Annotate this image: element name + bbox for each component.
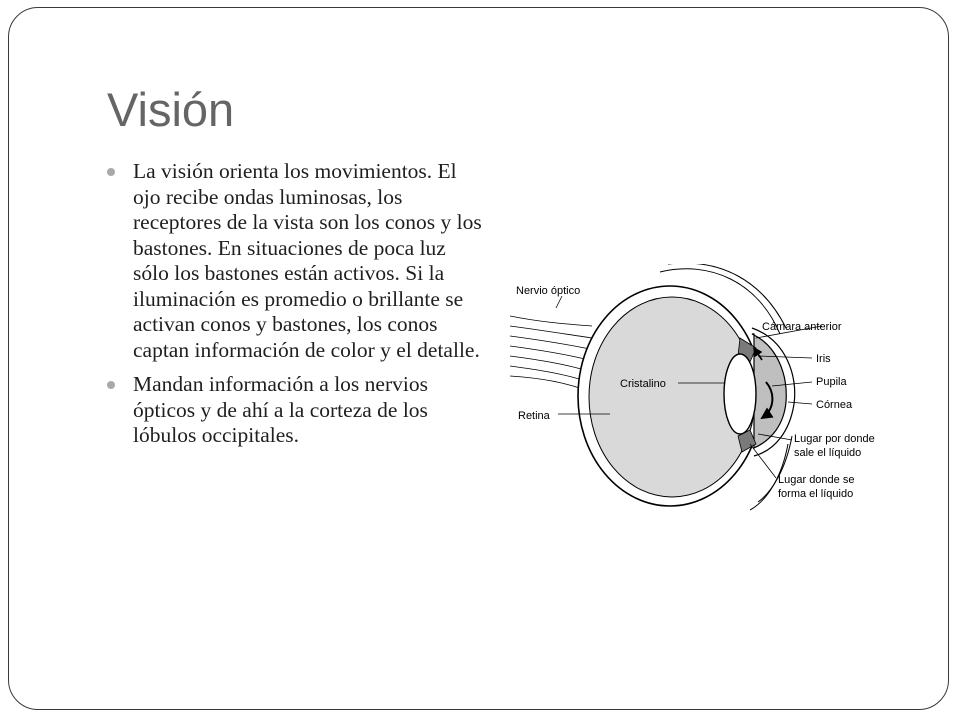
bullet-icon [107,168,115,176]
eye-anatomy-diagram: Nervio óptico Cámara anterior Iris Crist… [510,264,875,511]
label-cornea: Córnea [816,399,853,411]
bullet-text: Mandan información a los nervios ópticos… [133,372,428,447]
bullet-icon [107,381,115,389]
slide-frame [8,7,949,710]
label-outflow-line2: sale el líquido [794,447,861,459]
cornea-outline [751,327,796,457]
label-anterior-chamber: Cámara anterior [762,321,842,333]
slide-title: Visión [107,83,235,136]
cornea [751,333,787,449]
label-pupil: Pupila [816,376,847,388]
bullet-text: La visión orienta los movimientos. El oj… [133,159,482,362]
label-production-line2: forma el líquido [778,488,853,500]
fluid-flow-arrow [760,381,774,420]
label-retina: Retina [518,410,551,422]
label-iris: Iris [816,353,831,365]
label-lens: Cristalino [620,378,666,390]
bullet-item: La visión orienta los movimientos. El oj… [104,159,484,363]
lens [723,353,757,435]
fluid-flow-arrow [753,346,763,361]
label-optic-nerve: Nervio óptico [516,285,580,297]
bullet-item: Mandan información a los nervios ópticos… [104,372,484,449]
eyelid-lines [659,264,793,511]
leader-lines [555,295,823,479]
label-production-line1: Lugar donde se [778,474,854,486]
bullet-list: La visión orienta los movimientos. El oj… [104,159,484,458]
label-outflow-line1: Lugar por donde [794,433,875,445]
